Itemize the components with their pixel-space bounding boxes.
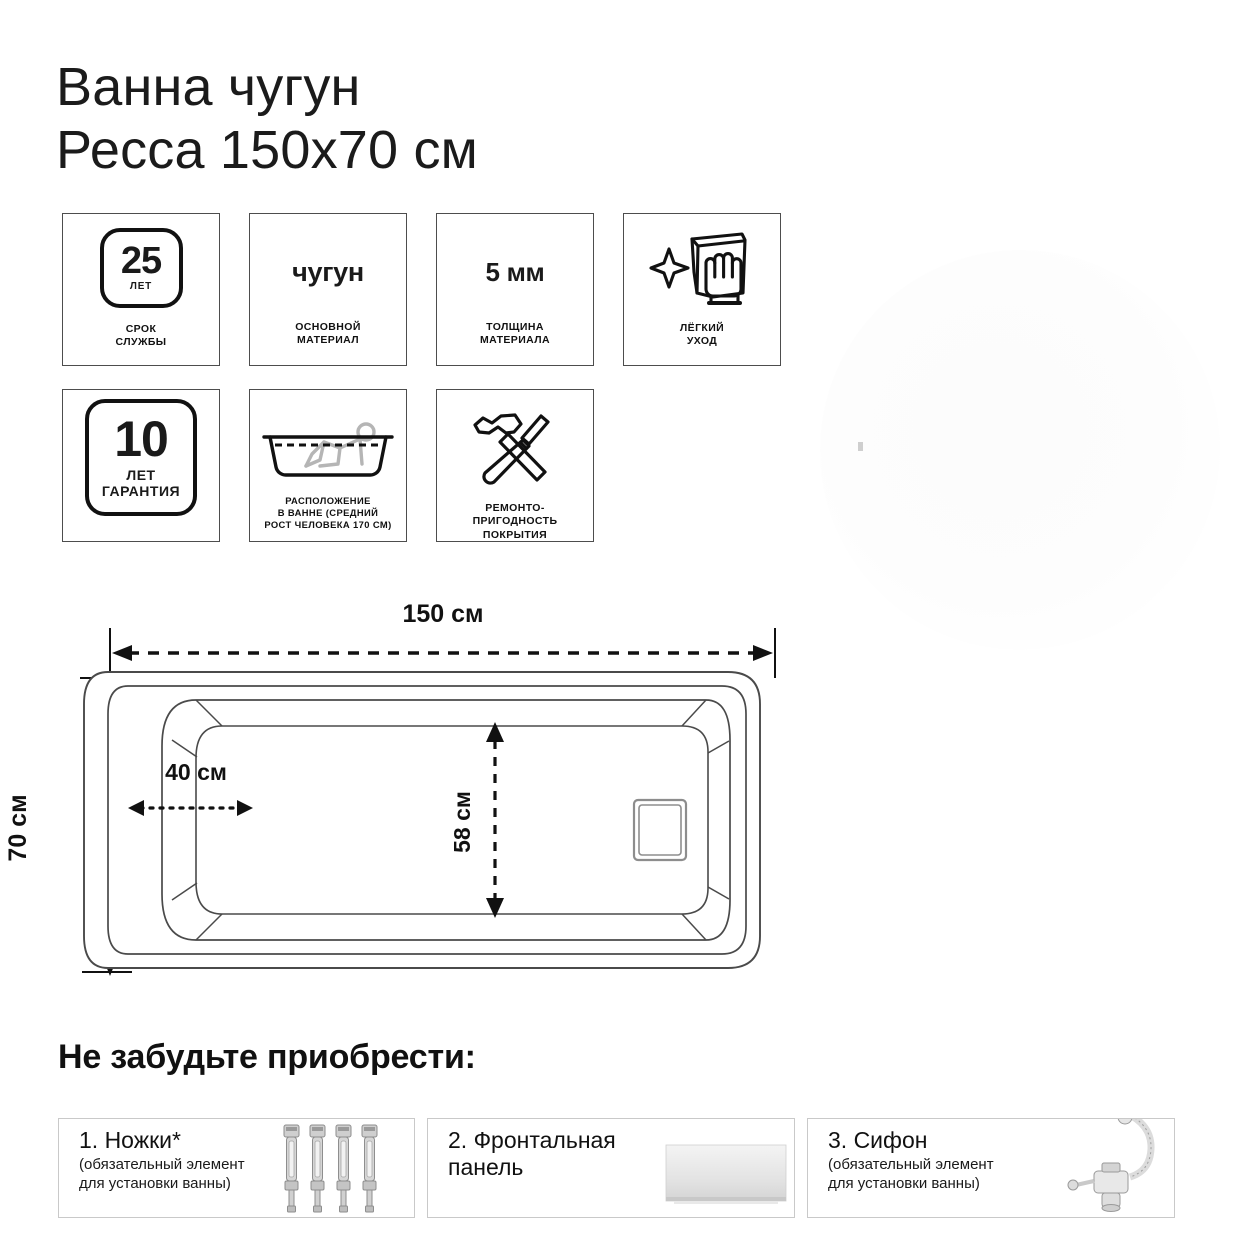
bath-dimension-diagram: 150 см 70 см 40 см 58 см	[0, 600, 840, 1020]
badge-value-sub: ЛЕТ	[129, 281, 153, 293]
badge-material-thickness: 5 мм ТОЛЩИНА МАТЕРИАЛА	[436, 213, 594, 366]
length-dimension-label: 150 см	[402, 600, 483, 628]
background-watermark	[820, 250, 1220, 650]
badge-caption: ТОЛЩИНА МАТЕРИАЛА	[479, 321, 551, 347]
feature-badge-grid: 25 ЛЕТ СРОК СЛУЖБЫ чугун ОСНОВНОЙ МАТЕРИ…	[62, 213, 781, 542]
hammer-screwdriver-icon	[473, 413, 550, 485]
page-title: Ванна чугун Ресса 150х70 см	[56, 57, 479, 180]
badge-value: 5 мм	[485, 257, 545, 287]
badge-value: чугун	[292, 257, 364, 287]
badge-caption: ОСНОВНОЙ МАТЕРИАЛ	[295, 321, 361, 347]
badge-visual: 25 ЛЕТ	[63, 214, 219, 308]
inner-length-dimension-label: 58 см	[449, 791, 475, 853]
hand-wiping-sparkle-icon	[649, 232, 747, 305]
front-panel-image	[665, 1144, 787, 1204]
feature-badge-row-2: 10 ЛЕТ ГАРАНТИЯ	[62, 389, 781, 542]
card-subtitle: (обязательный элемент для установки ванн…	[79, 1156, 245, 1192]
card-title: 2. Фронтальная панель	[448, 1127, 616, 1181]
badge-service-life: 25 ЛЕТ СРОК СЛУЖБЫ	[62, 213, 220, 366]
accessory-card-legs[interactable]: 1. Ножки* (обязательный элемент для уста…	[58, 1118, 415, 1218]
badge-body-position: РАСПОЛОЖЕНИЕ В ВАННЕ (СРЕДНИЙ РОСТ ЧЕЛОВ…	[249, 389, 407, 542]
badge-value-sub: ЛЕТ ГАРАНТИЯ	[101, 466, 181, 499]
badge-coating-repairability: РЕМОНТО- ПРИГОДНОСТЬ ПОКРЫТИЯ	[436, 389, 594, 542]
bath-rim-inner-line	[107, 685, 747, 955]
length-dimension-line	[112, 645, 773, 661]
inner-length-dimension-line	[486, 722, 504, 918]
basin-corner-facets	[171, 699, 730, 941]
card-title: 3. Сифон	[828, 1127, 928, 1153]
watermark-speck	[858, 442, 863, 451]
badge-easy-care: ЛЁГКИЙ УХОД	[623, 213, 781, 366]
badge-main-material: чугун ОСНОВНОЙ МАТЕРИАЛ	[249, 213, 407, 366]
inner-width-dimension-label: 40 см	[165, 759, 227, 785]
bath-person-silhouette-icon	[262, 422, 394, 477]
feature-badge-row-1: 25 ЛЕТ СРОК СЛУЖБЫ чугун ОСНОВНОЙ МАТЕРИ…	[62, 213, 781, 366]
badge-value: 25	[120, 240, 162, 283]
siphon-image	[1067, 1119, 1155, 1212]
badge-visual	[624, 227, 780, 311]
width-dimension-label: 70 см	[4, 794, 32, 861]
card-title: 1. Ножки*	[79, 1127, 181, 1153]
accessories-card-list: 1. Ножки* (обязательный элемент для уста…	[58, 1118, 1175, 1218]
card-text: 2. Фронтальная панель	[448, 1127, 616, 1183]
badge-warranty: 10 ЛЕТ ГАРАНТИЯ	[62, 389, 220, 542]
badge-caption: РАСПОЛОЖЕНИЕ В ВАННЕ (СРЕДНИЙ РОСТ ЧЕЛОВ…	[264, 495, 392, 531]
badge-caption: СРОК СЛУЖБЫ	[115, 323, 167, 349]
number-emblem-icon: 25 ЛЕТ	[99, 228, 183, 308]
inner-width-dimension-line	[128, 800, 253, 816]
card-text: 3. Сифон (обязательный элемент для устан…	[828, 1127, 994, 1194]
overflow-drain-plate	[632, 798, 688, 862]
accessory-card-front-panel[interactable]: 2. Фронтальная панель	[427, 1118, 795, 1218]
badge-visual	[437, 410, 593, 492]
badge-caption: РЕМОНТО- ПРИГОДНОСТЬ ПОКРЫТИЯ	[472, 502, 558, 541]
badge-visual	[250, 420, 406, 482]
bath-legs-image	[283, 1124, 378, 1213]
bath-outer-rim	[83, 671, 761, 969]
card-subtitle: (обязательный элемент для установки ванн…	[828, 1156, 994, 1192]
badge-visual: чугун	[250, 257, 406, 288]
section-heading: Не забудьте приобрести:	[58, 1038, 476, 1076]
badge-visual: 5 мм	[437, 257, 593, 288]
badge-value: 10	[114, 411, 169, 468]
accessory-card-siphon[interactable]: 3. Сифон (обязательный элемент для устан…	[807, 1118, 1175, 1218]
number-emblem-icon: 10 ЛЕТ ГАРАНТИЯ	[85, 399, 197, 516]
badge-caption: ЛЁГКИЙ УХОД	[679, 322, 725, 348]
badge-visual: 10 ЛЕТ ГАРАНТИЯ	[63, 390, 219, 516]
card-text: 1. Ножки* (обязательный элемент для уста…	[79, 1127, 245, 1194]
